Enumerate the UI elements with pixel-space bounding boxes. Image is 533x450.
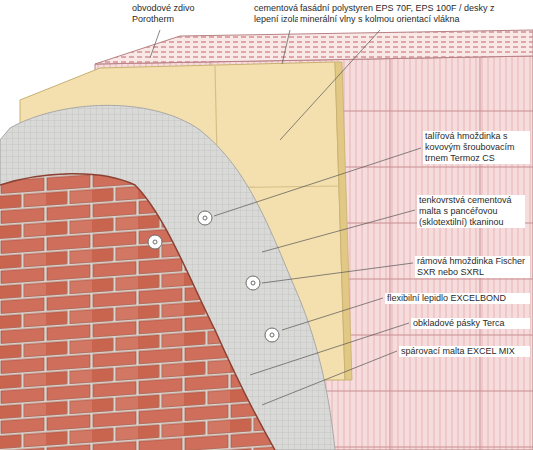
grout-label: spárovací malta EXCEL MIX: [399, 346, 530, 357]
wall-label: obvodové zdivo Porotherm: [130, 3, 208, 25]
frame-dowel-label: rámová hmoždinka Fischer SXR nebo SXRL: [415, 256, 530, 278]
insulation-label: fasádní polystyren EPS 70F, EPS 100F / d…: [298, 3, 530, 25]
tile-label: obkladové pásky Terca: [411, 318, 530, 329]
mesh-mortar-label: tenkovrstvá cementová malta s pancéřovou…: [417, 195, 525, 228]
adhesive-label: flexibilní lepidlo EXCELBOND: [385, 293, 530, 304]
dowel-label: talířová hmoždinka s kovovým šroubovacím…: [423, 131, 530, 164]
